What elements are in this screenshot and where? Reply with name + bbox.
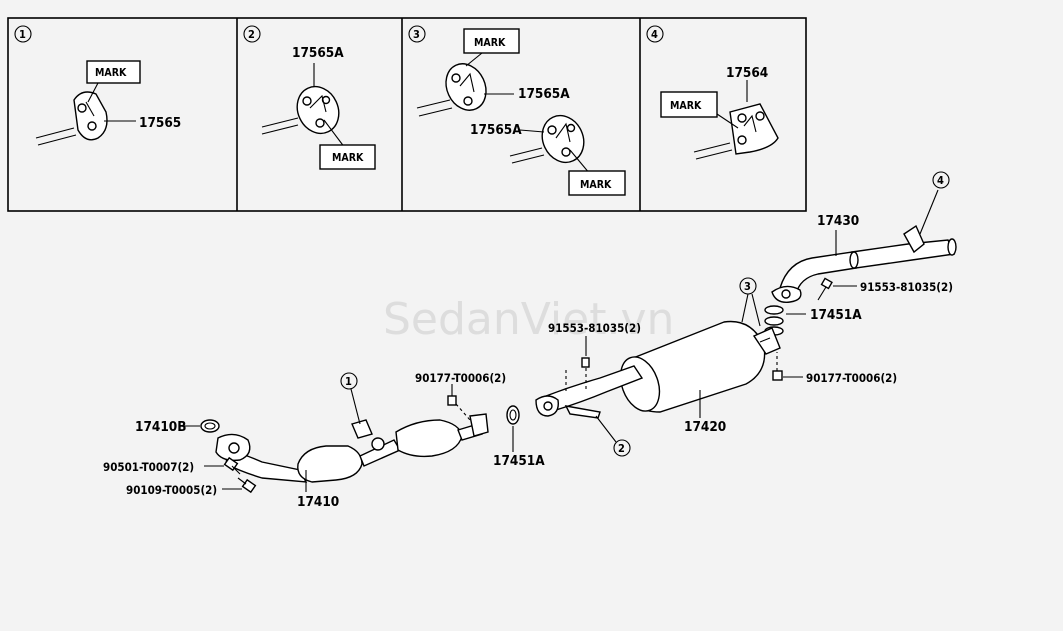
hanger-17565A-upper[interactable] xyxy=(439,57,494,117)
panel-ref-callout[interactable]: 4 xyxy=(646,25,664,43)
svg-text:2: 2 xyxy=(618,442,625,455)
part-number-90109[interactable]: 90109-T0005(2) xyxy=(126,483,217,497)
detail-panel-2: 2 17565A MARK xyxy=(243,25,376,170)
mark-label: MARK xyxy=(95,67,127,79)
tail-pipe-17430[interactable] xyxy=(771,224,957,303)
center-pipe[interactable] xyxy=(535,365,644,419)
hanger-17565A[interactable] xyxy=(290,80,347,140)
hanger-17565[interactable] xyxy=(73,91,108,141)
watermark: SedanViet.vn xyxy=(383,294,674,345)
part-number-17565A[interactable]: 17565A xyxy=(292,45,344,61)
svg-text:3: 3 xyxy=(413,28,420,41)
callout-1[interactable]: 1 xyxy=(340,372,358,390)
bolt-90501[interactable] xyxy=(223,456,241,475)
part-number-90177-center[interactable]: 90177-T0006(2) xyxy=(415,371,506,385)
part-number-17565A[interactable]: 17565A xyxy=(470,122,522,138)
bolt-91553-upper[interactable] xyxy=(817,277,833,301)
nut-90177-center[interactable] xyxy=(447,395,457,406)
mark-box xyxy=(463,28,520,54)
part-number-91553-lower[interactable]: 91553-81035(2) xyxy=(548,321,641,335)
svg-text:1: 1 xyxy=(19,28,26,41)
mark-label: MARK xyxy=(332,152,364,164)
mark-box xyxy=(86,60,141,84)
nut-90177-right[interactable] xyxy=(772,352,783,381)
mark-label: MARK xyxy=(474,37,506,49)
part-number-17564[interactable]: 17564 xyxy=(726,65,768,81)
callout-3[interactable]: 3 xyxy=(739,277,757,295)
detail-panels: 1 MARK 17565 2 xyxy=(7,17,807,212)
svg-text:4: 4 xyxy=(651,28,658,41)
part-number-17451A-upper[interactable]: 17451A xyxy=(810,307,862,323)
part-number-90177-right[interactable]: 90177-T0006(2) xyxy=(806,371,897,385)
part-number-17565[interactable]: 17565 xyxy=(139,115,181,131)
part-number-17420[interactable]: 17420 xyxy=(684,419,726,435)
front-pipe-17410[interactable] xyxy=(215,413,489,483)
panel-ref-callout[interactable]: 2 xyxy=(243,25,261,43)
callout-4[interactable]: 4 xyxy=(932,171,950,189)
svg-text:4: 4 xyxy=(937,174,944,187)
bolt-90109[interactable] xyxy=(237,477,257,494)
svg-text:2: 2 xyxy=(248,28,255,41)
svg-text:1: 1 xyxy=(345,375,352,388)
part-number-90501[interactable]: 90501-T0007(2) xyxy=(103,460,194,474)
gasket-17410B[interactable] xyxy=(200,419,220,433)
detail-panel-1: 1 MARK 17565 xyxy=(14,25,181,146)
part-number-17451A-lower[interactable]: 17451A xyxy=(493,453,545,469)
part-number-91553-upper[interactable]: 91553-81035(2) xyxy=(860,280,953,294)
hanger-17564[interactable] xyxy=(729,103,779,155)
panel-ref-callout[interactable]: 3 xyxy=(408,25,426,43)
panel-ref-callout[interactable]: 1 xyxy=(14,25,32,43)
gasket-17451A-lower[interactable] xyxy=(506,405,520,425)
mark-box xyxy=(319,144,376,170)
part-number-17410[interactable]: 17410 xyxy=(297,494,339,510)
mark-label: MARK xyxy=(580,179,612,191)
bolt-91553-lower[interactable] xyxy=(581,357,590,390)
mark-box xyxy=(660,91,718,118)
part-number-17565A[interactable]: 17565A xyxy=(518,86,570,102)
mark-box xyxy=(568,170,626,196)
hanger-17565A-lower[interactable] xyxy=(535,109,592,169)
exhaust-assembly: 17430 4 91553-81035(2) 17451A 3 xyxy=(103,171,957,510)
svg-text:3: 3 xyxy=(744,280,751,293)
callout-2[interactable]: 2 xyxy=(613,439,631,457)
detail-panel-3: 3 MARK 17565A xyxy=(408,25,626,196)
part-number-17410B[interactable]: 17410B xyxy=(135,419,187,435)
part-number-17430[interactable]: 17430 xyxy=(817,213,859,229)
mark-label: MARK xyxy=(670,100,702,112)
detail-panel-4: 4 17564 MARK xyxy=(646,25,779,160)
